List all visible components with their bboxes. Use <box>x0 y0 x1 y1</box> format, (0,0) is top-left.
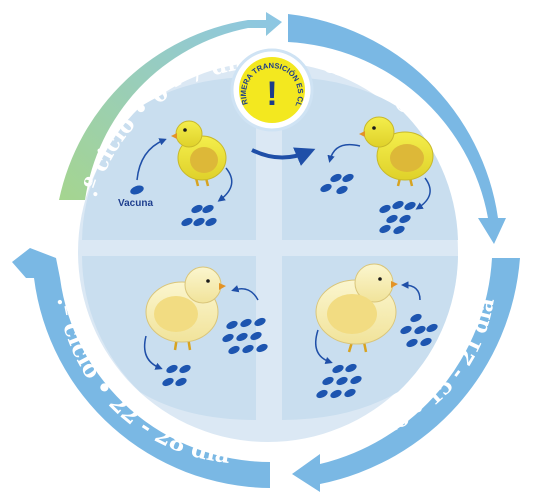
arc-cycle-4 <box>12 248 270 488</box>
arrow-chick4-to-feed <box>143 335 163 370</box>
arrow-feed-to-chick4 <box>231 285 259 301</box>
exclamation-icon: ! <box>266 75 277 113</box>
arc-cycle-3 <box>292 258 520 492</box>
arc-cycle-1 <box>59 12 282 200</box>
arrow-vaccine-to-chick <box>136 138 167 181</box>
chick-cycle-2 <box>359 116 434 187</box>
chick-cycle-3 <box>315 263 398 353</box>
transition-arrow <box>251 147 316 166</box>
arrow-feed-to-chick2 <box>327 143 361 163</box>
feed-pellets-cycle-2-right <box>379 200 416 235</box>
arrow-chick1-to-feed <box>217 167 233 202</box>
feed-pellets-cycle-4-left <box>162 364 191 387</box>
feed-pellets-cycle-2-left <box>320 173 354 195</box>
arrow-chick2-to-feed <box>415 177 431 210</box>
badge-disc <box>239 57 305 123</box>
cycle-arcs <box>12 12 520 492</box>
quadrant-top-left <box>82 77 256 240</box>
chick-cycle-1 <box>171 120 227 187</box>
arrow-chick3-to-feed <box>315 329 333 365</box>
vaccine-label: Vacuna <box>118 198 153 209</box>
vaccine-pellet <box>130 185 144 195</box>
feed-pellets-cycle-4-right <box>222 317 268 355</box>
feed-pellets-cycle-3-left <box>316 363 362 399</box>
arrow-feed-to-chick3 <box>401 281 421 301</box>
feed-pellets-cycle-3-right <box>400 313 438 348</box>
arc-cycle-2 <box>288 14 506 244</box>
feed-pellets-cycle-1 <box>181 204 217 227</box>
quadrant-top-right <box>282 77 458 240</box>
chick-cycle-4 <box>145 266 226 351</box>
